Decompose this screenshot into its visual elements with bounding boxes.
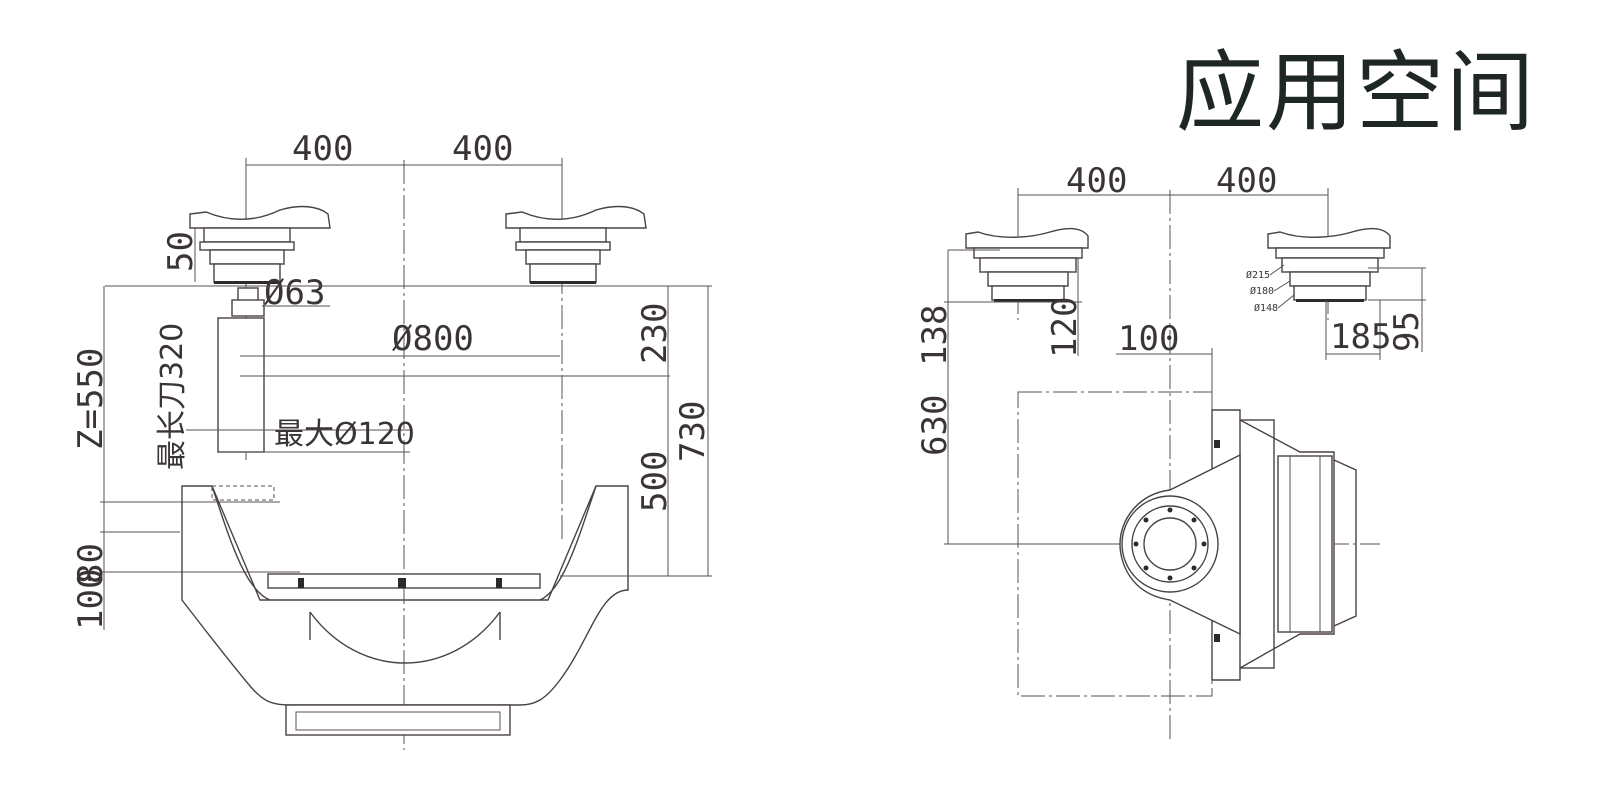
dim-left-80: 80: [71, 543, 111, 584]
page-title: 应用空间: [1175, 41, 1536, 144]
dim-left-500: 500: [635, 451, 675, 512]
dim-right-d215: Ø215: [1246, 269, 1270, 281]
dim-right-d180: Ø180: [1250, 285, 1274, 297]
dim-left-100: 100: [71, 569, 111, 630]
right-view: 400 400 Ø215 Ø180 Ø148 185 95: [915, 161, 1427, 740]
dim-right-185: 185: [1330, 317, 1391, 357]
dim-left-730: 730: [673, 401, 713, 462]
dim-left-z550: Z=550: [71, 348, 111, 450]
left-view: 400 400 50 Ø63 Ø800: [71, 129, 713, 750]
dim-right-400-b: 400: [1216, 161, 1277, 201]
tool-length-label: 最长刀320: [155, 323, 190, 470]
dim-right-100: 100: [1118, 319, 1179, 359]
dim-left-400-a: 400: [292, 129, 353, 169]
dim-right-138: 138: [915, 305, 955, 366]
dim-left-400-b: 400: [452, 129, 513, 169]
dim-right-95: 95: [1387, 311, 1427, 352]
dim-right-400-a: 400: [1066, 161, 1127, 201]
dim-right-630: 630: [915, 395, 955, 456]
tool-diameter-label: 最大Ø120: [274, 417, 415, 452]
dim-left-230: 230: [635, 303, 675, 364]
dim-left-d800: Ø800: [392, 319, 474, 359]
dim-left-d63: Ø63: [264, 273, 325, 313]
dim-right-120: 120: [1045, 297, 1085, 358]
dim-left-50: 50: [161, 231, 201, 272]
dim-right-d148: Ø148: [1254, 302, 1278, 314]
